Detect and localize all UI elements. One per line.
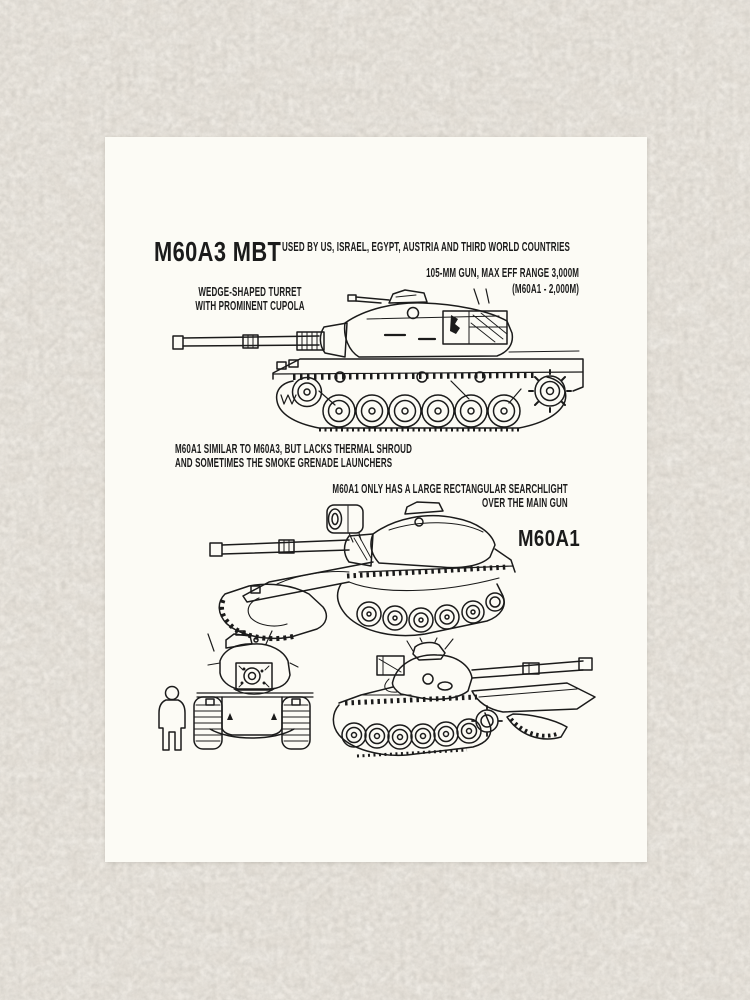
front-track — [507, 714, 567, 739]
variant-note: M60A1 SIMILAR TO M60A3, BUT LACKS THERMA… — [175, 442, 412, 470]
gun-spec-line1: 105-MM GUN, MAX EFF RANGE 3,000M — [425, 266, 579, 280]
turret — [377, 638, 472, 699]
side-track — [338, 567, 507, 636]
m60-front-view-drawing — [150, 631, 322, 759]
m60a3-side-view-drawing — [169, 289, 587, 433]
side-track — [333, 697, 502, 756]
searchlight — [327, 505, 363, 542]
turret — [345, 502, 496, 568]
art-print-paper: M60A3 MBT USED BY US, ISRAEL, EGYPT, AUS… — [105, 137, 647, 862]
gun-spec-note: 105-MM GUN, MAX EFF RANGE 3,000M (M60A1 … — [426, 266, 579, 297]
variant-note-line2: AND SOMETIMES THE SMOKE GRENADE LAUNCHER… — [175, 456, 393, 470]
tracks — [194, 697, 310, 749]
gun-barrel — [210, 540, 349, 556]
turret-note: WEDGE-SHAPED TURRET WITH PROMINENT CUPOL… — [186, 285, 314, 313]
gun-barrel — [472, 658, 592, 678]
tracks — [277, 370, 571, 430]
human-scale-figure — [159, 687, 185, 751]
usage-note: USED BY US, ISRAEL, EGYPT, AUSTRIA AND T… — [282, 240, 570, 254]
searchlight-note: M60A1 ONLY HAS A LARGE RECTANGULAR SEARC… — [333, 482, 568, 510]
front-track — [219, 584, 326, 638]
road-wheels — [323, 395, 520, 427]
m60a1-three-quarter-view-drawing — [199, 502, 523, 642]
searchlight-note-line2: OVER THE MAIN GUN — [482, 496, 568, 510]
turret-note-line1: WEDGE-SHAPED TURRET — [198, 285, 302, 299]
gun-spec-line2: (M60A1 - 2,000M) — [512, 281, 579, 296]
hull — [339, 683, 595, 712]
variant-label: M60A1 — [518, 525, 581, 551]
searchlight — [236, 663, 272, 690]
searchlight-note-line1: M60A1 ONLY HAS A LARGE RECTANGULAR SEARC… — [332, 482, 568, 496]
turret-note-line2: WITH PROMINENT CUPOLA — [195, 299, 305, 313]
m60-three-quarter-right-view-drawing — [327, 639, 603, 765]
gun-barrel — [173, 332, 324, 350]
hull — [243, 549, 515, 602]
turret — [320, 289, 512, 357]
turret — [208, 631, 298, 689]
poster-title: M60A3 MBT — [154, 236, 282, 267]
variant-note-line1: M60A1 SIMILAR TO M60A3, BUT LACKS THERMA… — [175, 442, 412, 456]
